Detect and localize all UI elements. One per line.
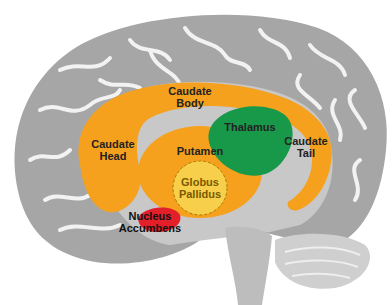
part-label: Caudate Tail bbox=[284, 135, 328, 159]
globus-pallidus-shape bbox=[173, 161, 227, 215]
part-label: Globus Pallidus bbox=[173, 176, 227, 200]
thalamus-shape bbox=[208, 106, 292, 175]
cerebrum bbox=[15, 15, 387, 264]
part-label: Thalamus bbox=[220, 121, 280, 133]
part-label: Caudate Body bbox=[160, 85, 220, 109]
part-label: Putamen bbox=[170, 145, 230, 157]
cerebellum bbox=[275, 234, 370, 289]
caudate-nucleus bbox=[78, 82, 331, 212]
part-label: Nucleus Accumbens bbox=[115, 210, 185, 234]
part-label: Caudate Head bbox=[88, 138, 138, 162]
brainstem bbox=[225, 227, 272, 305]
